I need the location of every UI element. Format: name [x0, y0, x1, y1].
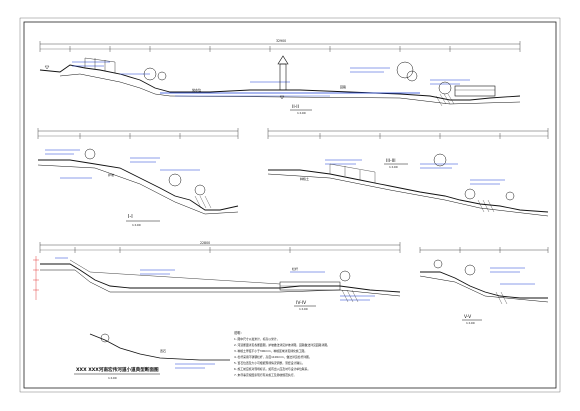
dim-total-ii: 32900	[276, 39, 286, 43]
notes-title: 说明：	[234, 330, 244, 335]
section-scale-iv: 1:100	[299, 307, 308, 311]
sheet-outer-border	[19, 17, 561, 393]
section-i-i: I-I 1:100 护坡	[37, 128, 239, 227]
section-label-v: V-V	[464, 314, 472, 320]
note-5: 5. 置石位置及大小可根据现场情况调整，须经设计确认。	[234, 361, 305, 365]
annot-path-ii: 园路	[340, 84, 346, 89]
main-title-scale: 1:100	[108, 376, 117, 380]
section-ii-ii: 32900	[39, 39, 521, 115]
section-iv-iv: 22800 IV-IV 1:100 栏杆	[33, 241, 401, 311]
note-2: 2. 河道断面详见各断面图，护坡做法详见护坡详图，园路做法详见园路详图。	[234, 343, 330, 347]
annot-stone-detail: 置石	[160, 348, 166, 353]
section-label-iii: III-III	[386, 158, 396, 164]
section-scale-iii: 1:100	[389, 165, 398, 169]
detail-bottom-left: 置石	[89, 333, 230, 369]
note-6: 6. 施工前应核对现场标高，如有出入应及时与设计单位联系。	[234, 367, 310, 371]
annot-plant-iii: 种植土	[300, 176, 309, 181]
design-notes: 说明： 1. 图中尺寸以毫米计，标高以米计。 2. 河道断面详见各断面图，护坡做…	[234, 330, 330, 377]
main-title: XXX XXX河南宏伟河道小道典型断面图	[76, 366, 159, 373]
section-label-i: I-I	[128, 214, 133, 220]
note-1: 1. 图中尺寸以毫米计，标高以米计。	[234, 337, 280, 341]
note-3: 3. 种植土厚度不小于300mm，种植区域详见绿化施工图。	[234, 349, 307, 353]
section-label-iv: IV-IV	[296, 300, 307, 306]
section-scale-i: 1:100	[132, 223, 141, 227]
section-scale-ii: 1:100	[297, 111, 306, 115]
annot-slope-i: 护坡	[108, 172, 114, 177]
annot-water-ii: 常水位	[192, 87, 201, 92]
section-v-v: V-V 1:100	[419, 247, 549, 325]
sheet-border	[23, 21, 557, 389]
section-iii-iii: III-III 1:100 种植土	[267, 128, 549, 217]
annot-rail-iv: 栏杆	[292, 266, 298, 271]
note-4: 4. 栏杆采用不锈钢栏杆，高度1100mm，做法详见栏杆详图。	[234, 355, 312, 359]
note-7: 7. 未尽事宜按国家现行有关施工及验收规范执行。	[234, 373, 296, 377]
dim-total-iv: 22800	[200, 241, 210, 245]
section-scale-v: 1:100	[466, 321, 475, 325]
section-label-ii: II-II	[292, 104, 299, 110]
